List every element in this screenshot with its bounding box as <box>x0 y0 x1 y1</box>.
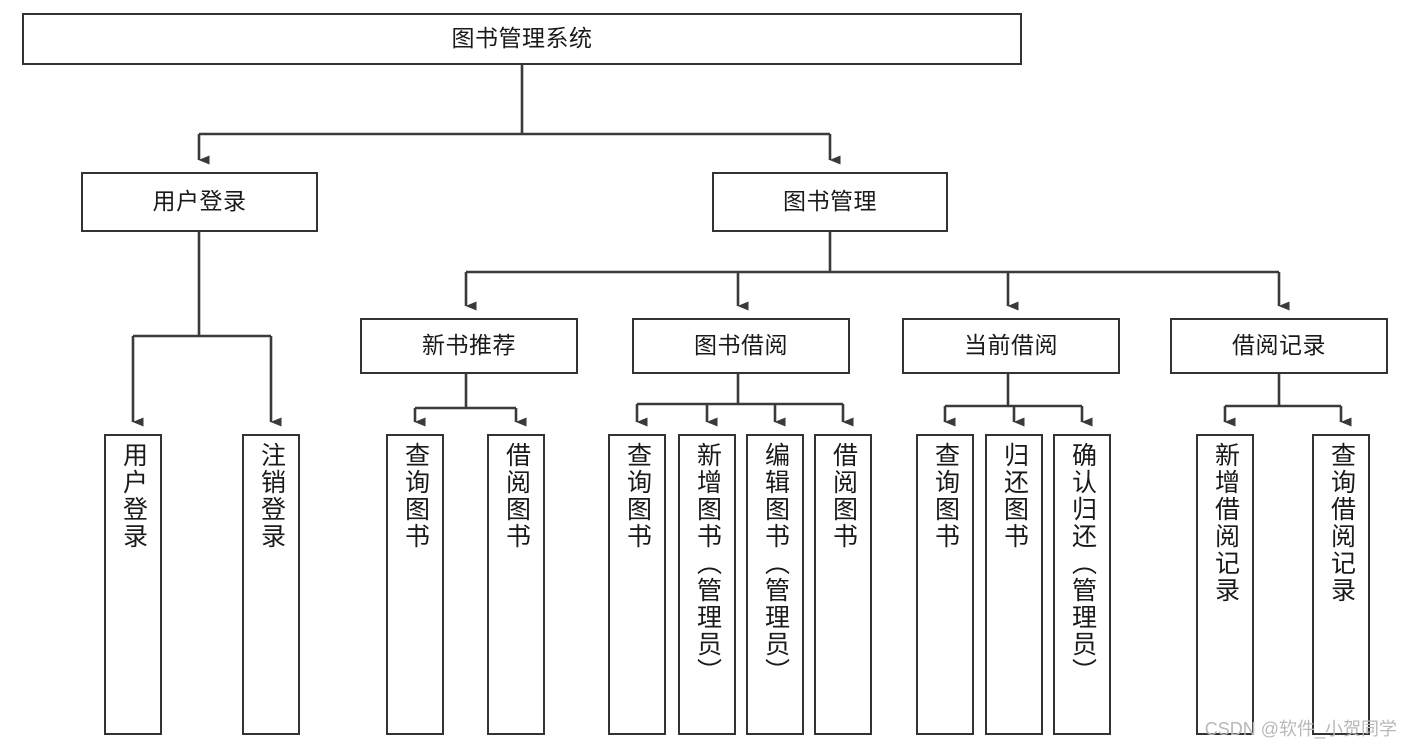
leaf-edit-book-label: 编辑图书（管理员） <box>761 442 790 685</box>
leaf-logout-label: 注销登录 <box>257 442 286 550</box>
leaf-borrow-book-rec[interactable]: 借阅图书 <box>487 434 545 735</box>
leaf-query-record-label: 查询借阅记录 <box>1327 442 1356 604</box>
leaf-user-login[interactable]: 用户登录 <box>104 434 162 735</box>
leaf-confirm-return[interactable]: 确认归还（管理员） <box>1053 434 1111 735</box>
leaf-borrow-book-label: 借阅图书 <box>829 442 858 550</box>
leaf-query-record[interactable]: 查询借阅记录 <box>1312 434 1370 735</box>
leaf-edit-book[interactable]: 编辑图书（管理员） <box>746 434 804 735</box>
node-user-login-label: 用户登录 <box>152 188 247 215</box>
leaf-borrow-book-rec-label: 借阅图书 <box>502 442 531 550</box>
leaf-add-book-label: 新增图书（管理员） <box>693 442 722 685</box>
leaf-query-book-current-label: 查询图书 <box>931 442 960 550</box>
node-book-borrow-label: 图书借阅 <box>694 332 788 359</box>
leaf-borrow-book[interactable]: 借阅图书 <box>814 434 872 735</box>
leaf-return-book-label: 归还图书 <box>1000 442 1029 550</box>
node-book-borrow[interactable]: 图书借阅 <box>632 318 850 374</box>
leaf-return-book[interactable]: 归还图书 <box>985 434 1043 735</box>
leaf-query-book-current[interactable]: 查询图书 <box>916 434 974 735</box>
node-current-borrow[interactable]: 当前借阅 <box>902 318 1120 374</box>
node-book-manage[interactable]: 图书管理 <box>712 172 948 232</box>
leaf-query-book-borrow-label: 查询图书 <box>623 442 652 550</box>
leaf-add-record[interactable]: 新增借阅记录 <box>1196 434 1254 735</box>
node-book-manage-label: 图书管理 <box>783 188 877 215</box>
watermark: CSDN @软件_小贺同学 <box>1204 719 1397 739</box>
leaf-query-book-rec[interactable]: 查询图书 <box>386 434 444 735</box>
leaf-confirm-return-label: 确认归还（管理员） <box>1068 442 1097 685</box>
node-borrow-record[interactable]: 借阅记录 <box>1170 318 1388 374</box>
node-current-borrow-label: 当前借阅 <box>964 332 1058 359</box>
node-borrow-record-label: 借阅记录 <box>1232 332 1326 359</box>
node-root[interactable]: 图书管理系统 <box>22 13 1022 65</box>
node-new-book-recommend-label: 新书推荐 <box>422 332 516 359</box>
node-root-label: 图书管理系统 <box>451 25 593 52</box>
leaf-query-book-rec-label: 查询图书 <box>401 442 430 550</box>
leaf-query-book-borrow[interactable]: 查询图书 <box>608 434 666 735</box>
leaf-add-book[interactable]: 新增图书（管理员） <box>678 434 736 735</box>
leaf-user-login-label: 用户登录 <box>119 442 148 550</box>
leaf-add-record-label: 新增借阅记录 <box>1211 442 1240 604</box>
node-new-book-recommend[interactable]: 新书推荐 <box>360 318 578 374</box>
node-user-login[interactable]: 用户登录 <box>81 172 318 232</box>
leaf-logout[interactable]: 注销登录 <box>242 434 300 735</box>
